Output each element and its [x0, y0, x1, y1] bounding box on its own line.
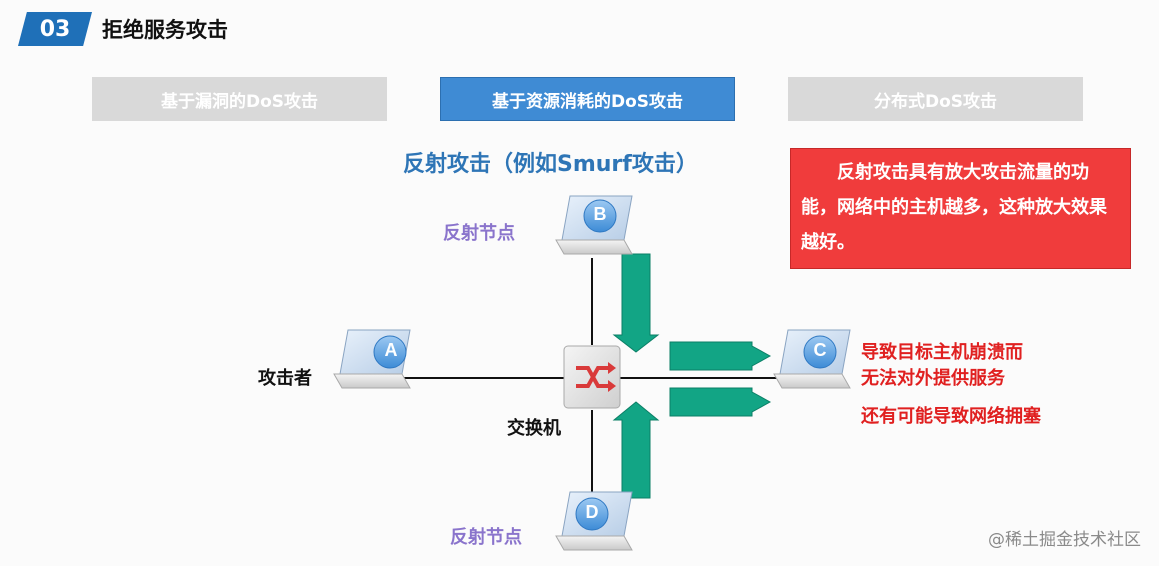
- effect-line-1: 导致目标主机崩溃而: [861, 342, 1023, 363]
- note-box: 反射攻击具有放大攻击流量的功能，网络中的主机越多，这种放大效果越好。: [790, 148, 1131, 269]
- node-b-letter: B: [593, 204, 607, 224]
- reflector-d-label: 反射节点: [450, 527, 522, 548]
- tab-vulnerability-dos[interactable]: 基于漏洞的DoS攻击: [92, 77, 387, 121]
- switch-label: 交换机: [507, 418, 561, 439]
- tab-resource-consumption-dos[interactable]: 基于资源消耗的DoS攻击: [440, 77, 735, 121]
- tab-distributed-dos[interactable]: 分布式DoS攻击: [788, 77, 1083, 121]
- watermark: @稀土掘金技术社区: [988, 530, 1141, 550]
- laptop-a-icon: [333, 329, 411, 389]
- laptop-b-icon: [555, 195, 633, 255]
- laptop-c-icon: [773, 329, 851, 389]
- node-a-letter: A: [384, 340, 398, 360]
- effect-line-3: 还有可能导致网络拥塞: [861, 406, 1041, 427]
- reflector-b-label: 反射节点: [443, 223, 515, 244]
- arrow-right-to-c-bottom: [669, 387, 772, 417]
- node-d-letter: D: [585, 502, 599, 522]
- switch-icon: [563, 345, 621, 409]
- page-title: 拒绝服务攻击: [102, 18, 228, 42]
- traffic-arrows: [612, 253, 772, 499]
- connection-lines: [398, 258, 782, 500]
- arrow-down-from-b: [612, 253, 660, 353]
- attacker-label: 攻击者: [258, 368, 312, 389]
- laptop-d-icon: [555, 491, 633, 551]
- arrow-up-from-d: [612, 401, 660, 499]
- effect-line-2: 无法对外提供服务: [861, 368, 1005, 389]
- diagram-title: 反射攻击（例如Smurf攻击）: [403, 152, 698, 177]
- node-c-letter: C: [813, 340, 827, 360]
- section-number-badge: 03: [18, 12, 92, 46]
- arrow-right-to-c-top: [669, 341, 772, 371]
